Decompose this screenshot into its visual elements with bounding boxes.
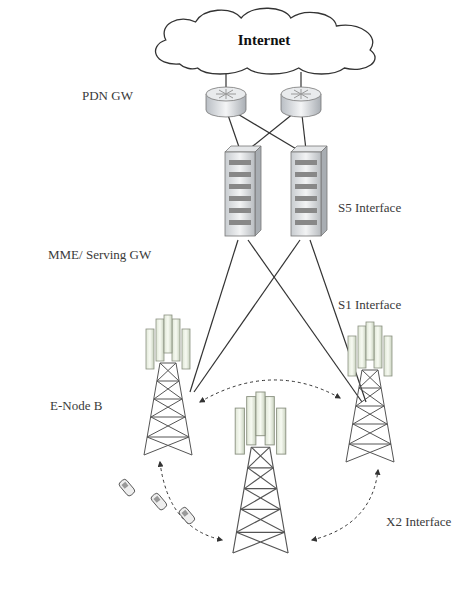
phone-icon bbox=[178, 506, 196, 525]
server-icon bbox=[225, 146, 261, 236]
component-label: S5 Interface bbox=[338, 200, 401, 216]
cloud-node: Internet bbox=[140, 4, 388, 76]
enodeb-tower bbox=[233, 392, 288, 553]
router-icon bbox=[206, 87, 246, 117]
component-label: PDN GW bbox=[82, 88, 133, 104]
enodeb-tower bbox=[346, 322, 394, 462]
phone-icon bbox=[118, 478, 136, 497]
link-lines bbox=[190, 72, 366, 402]
enodeb-tower bbox=[144, 315, 192, 455]
phone-icon bbox=[150, 492, 168, 511]
component-label: X2 Interface bbox=[386, 514, 451, 530]
router-icon bbox=[281, 87, 321, 117]
component-label: MME/ Serving GW bbox=[48, 247, 151, 263]
component-label: E-Node B bbox=[50, 398, 102, 414]
node-title: Internet bbox=[238, 32, 291, 49]
server-icon bbox=[291, 146, 327, 236]
component-label: S1 Interface bbox=[338, 297, 401, 313]
